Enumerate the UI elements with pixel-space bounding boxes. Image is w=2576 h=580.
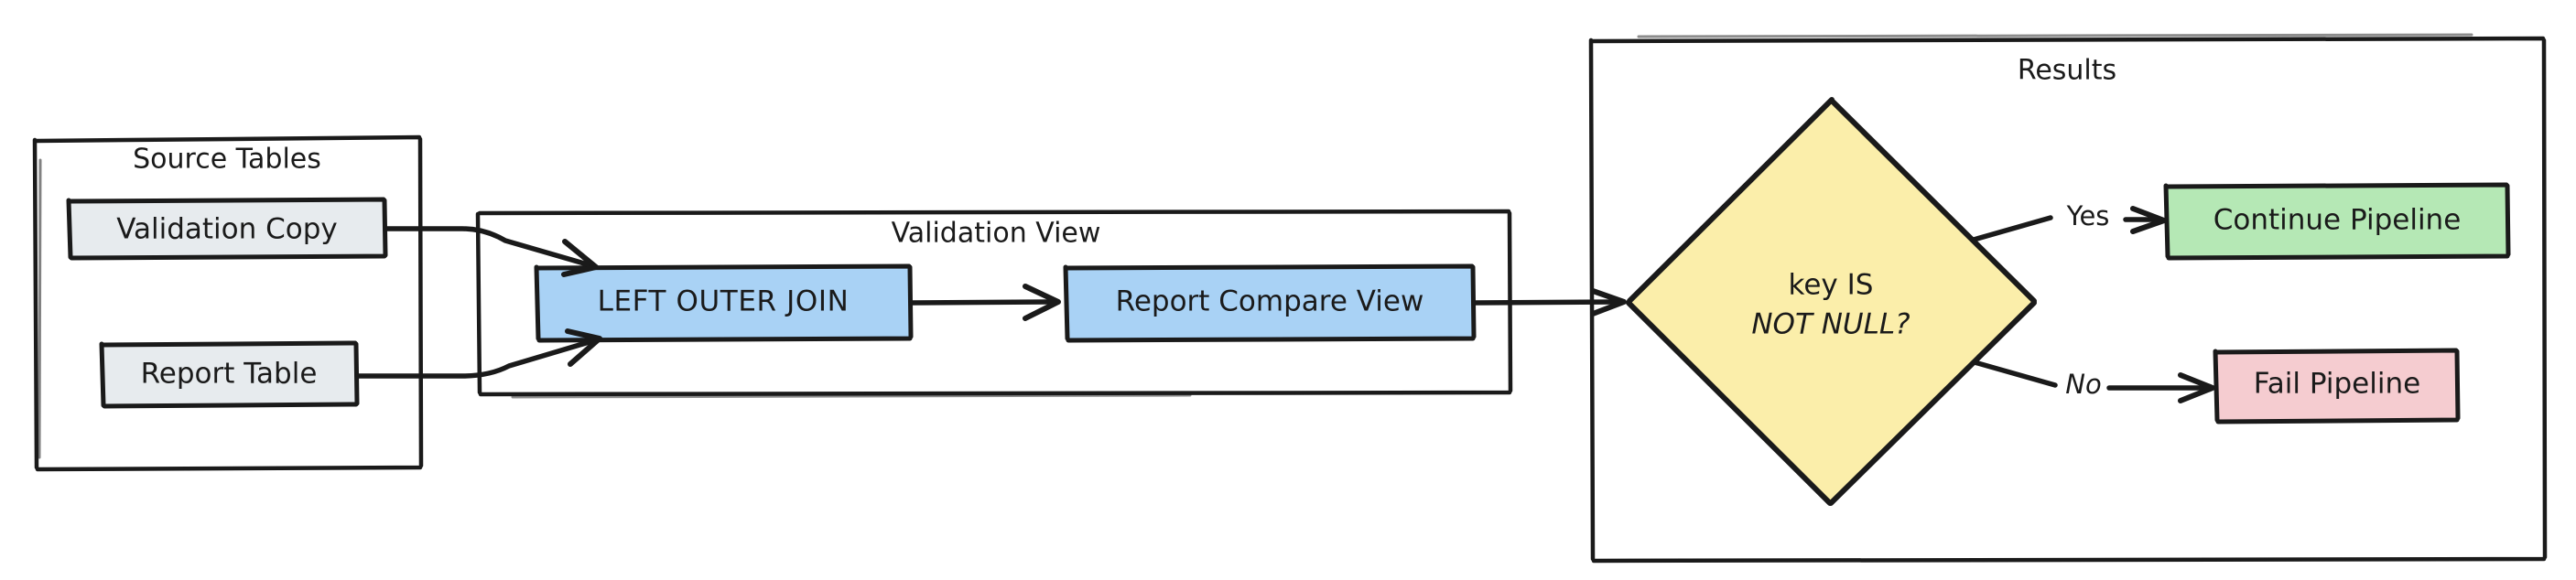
- arrow-head-e3: [1023, 284, 1061, 321]
- node-label-fail-pipeline: Fail Pipeline: [2254, 368, 2420, 401]
- group-label-results: Results: [2018, 55, 2116, 87]
- node-left-outer-join[interactable]: LEFT OUTER JOIN: [534, 263, 914, 343]
- report-table-fill: [103, 343, 357, 405]
- edge-line-e5a: [1971, 215, 2053, 242]
- node-report-compare-view[interactable]: Report Compare View: [1063, 263, 1477, 343]
- arrow-head-e1: [561, 239, 599, 277]
- fail-pipeline-border: [2213, 348, 2461, 424]
- edge-decision-to-continue: Yes: [1971, 200, 2167, 242]
- edge-line-e6a: [1972, 360, 2058, 388]
- node-label-continue-pipeline: Continue Pipeline: [2213, 204, 2462, 237]
- arrow-head-e4: [1590, 288, 1627, 317]
- edge-label-no: No: [2065, 369, 2101, 400]
- edge-line-e3: [909, 299, 1054, 306]
- continue-pipeline-fill: [2167, 185, 2508, 256]
- report-compare-view-fill: [1066, 266, 1474, 338]
- edge-decision-to-fail: No: [1972, 360, 2215, 403]
- key-is-not-null-border: [1626, 97, 2037, 506]
- key-is-not-null-fill: [1629, 101, 2034, 503]
- group-validation-view[interactable]: Validation View: [475, 209, 1513, 399]
- edge-line-e2: [354, 338, 598, 379]
- source-tables-border-sketch-2: [38, 158, 42, 459]
- group-label-validation-view: Validation View: [892, 218, 1101, 250]
- node-label-key-is-not-null-line1: key IS: [1789, 269, 1874, 302]
- results-border: [1588, 36, 2548, 564]
- edge-line-e1: [383, 226, 593, 268]
- edge-report-table-to-join: [354, 328, 602, 379]
- validation-copy-fill: [70, 199, 385, 257]
- results-border-sketch-2: [1637, 33, 2473, 38]
- source-tables-border: [32, 134, 424, 472]
- node-label-report-table: Report Table: [141, 358, 318, 391]
- left-outer-join-fill: [537, 266, 911, 338]
- validation-view-border-sketch-2: [511, 393, 1192, 399]
- arrow-head-e6: [2178, 372, 2215, 403]
- fail-pipeline-fill: [2216, 350, 2458, 420]
- group-label-source-tables: Source Tables: [133, 144, 321, 176]
- group-results[interactable]: Results: [1588, 33, 2548, 564]
- arrow-head-e2: [565, 328, 602, 367]
- edge-compare-view-to-decision: [1472, 288, 1627, 317]
- node-label-report-compare-view: Report Compare View: [1116, 285, 1424, 318]
- continue-pipeline-border: [2163, 182, 2511, 261]
- group-source-tables[interactable]: Source Tables: [32, 134, 424, 472]
- arrow-head-e5: [2130, 206, 2167, 234]
- edge-line-e4: [1472, 299, 1618, 306]
- node-continue-pipeline[interactable]: Continue Pipeline: [2163, 182, 2511, 261]
- node-label-key-is-not-null-line2: NOT NULL?: [1751, 308, 1910, 341]
- edge-validation-copy-to-join: [383, 226, 599, 277]
- node-report-table[interactable]: Report Table: [99, 340, 360, 409]
- node-validation-copy[interactable]: Validation Copy: [66, 197, 388, 261]
- node-label-left-outer-join: LEFT OUTER JOIN: [598, 285, 850, 318]
- node-label-validation-copy: Validation Copy: [116, 213, 338, 246]
- edge-join-to-compare-view: [909, 284, 1061, 321]
- node-fail-pipeline[interactable]: Fail Pipeline: [2213, 348, 2461, 424]
- edge-label-yes: Yes: [2066, 200, 2110, 231]
- node-key-is-not-null[interactable]: key IS NOT NULL?: [1626, 97, 2037, 506]
